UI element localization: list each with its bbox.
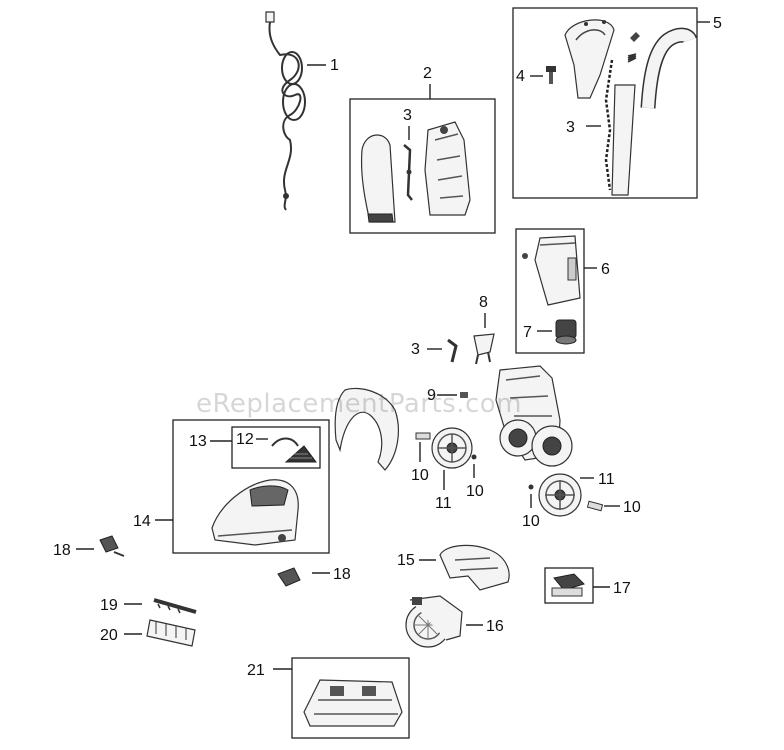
part-6-water-tank (522, 235, 581, 306)
part-10-axle-left (415, 432, 431, 440)
group-box-6 (515, 228, 585, 354)
callout-11-left: 11 (435, 495, 452, 512)
part-11-wheel-left (431, 427, 473, 469)
part-15-motor-cover (439, 544, 510, 591)
part-3-hook-mid (447, 338, 458, 363)
group-box-21 (291, 657, 410, 739)
part-3-wire-harness (604, 59, 614, 191)
callout-7: 7 (523, 324, 532, 341)
callout-4: 4 (516, 68, 525, 85)
part-19-squeegee (153, 598, 197, 614)
group-box-14 (172, 419, 330, 554)
part-8-valve (473, 333, 495, 365)
callout-10-left: 10 (411, 467, 429, 484)
part-5-hose-handle (640, 27, 698, 109)
callout-12: 12 (236, 431, 254, 448)
callout-8: 8 (479, 294, 488, 311)
group-box-17 (544, 567, 594, 604)
part-10-cap-left (471, 454, 477, 460)
callout-10-lower: 10 (522, 513, 540, 530)
part-14-nozzle-assembly (211, 479, 299, 546)
part-18-clip-right (277, 567, 301, 587)
part-2-handle-rear (424, 121, 471, 216)
callout-20: 20 (100, 627, 118, 644)
callout-3-mid: 3 (411, 341, 420, 358)
part-20-brush-bar (146, 619, 196, 647)
part-5-handle-grip (564, 19, 615, 99)
callout-18-left: 18 (53, 542, 71, 559)
part-base-frame (495, 365, 573, 467)
callout-15: 15 (397, 552, 415, 569)
part-9-clip (460, 392, 468, 398)
part-21-base-housing (303, 679, 403, 727)
callout-18-right: 18 (333, 566, 351, 583)
group-box-5 (512, 7, 698, 199)
callout-3-box2: 3 (403, 107, 412, 124)
group-box-2 (349, 98, 496, 234)
callout-3-box5: 3 (566, 119, 575, 136)
callout-5: 5 (713, 15, 722, 32)
part-18-clip-left (99, 535, 125, 557)
part-3-cord-hook (403, 144, 413, 201)
group-box-12 (231, 426, 321, 469)
part-16-motor-fan (405, 595, 463, 648)
part-5-upper-tube (611, 84, 636, 196)
callout-13: 13 (189, 433, 207, 450)
part-10-axle-right (586, 500, 604, 512)
callout-19: 19 (100, 597, 118, 614)
callout-10-mid: 10 (466, 483, 484, 500)
part-1-power-cord (265, 11, 306, 211)
part-4-screw (546, 66, 556, 84)
callout-10-right: 10 (623, 499, 641, 516)
callout-11-right: 11 (598, 471, 615, 488)
part-11-wheel-right (538, 473, 582, 517)
part-13-brush-insert (284, 445, 317, 463)
callout-6: 6 (601, 261, 610, 278)
part-10-cap-right (528, 484, 534, 490)
part-2-handle-cover (360, 134, 396, 223)
callout-16: 16 (486, 618, 504, 635)
part-7-tank-cap (555, 319, 577, 345)
callout-1: 1 (330, 57, 339, 74)
part-17-switch (551, 573, 585, 597)
part-shroud (334, 387, 400, 471)
callout-14: 14 (133, 513, 151, 530)
watermark-text: eReplacementParts.com (196, 389, 522, 419)
callout-2: 2 (423, 65, 432, 82)
callout-17: 17 (613, 580, 631, 597)
callout-21: 21 (247, 662, 265, 679)
part-5-spring-and-trigger (627, 32, 640, 63)
part-12-nozzle-tip (271, 437, 299, 447)
callout-9: 9 (427, 387, 436, 404)
